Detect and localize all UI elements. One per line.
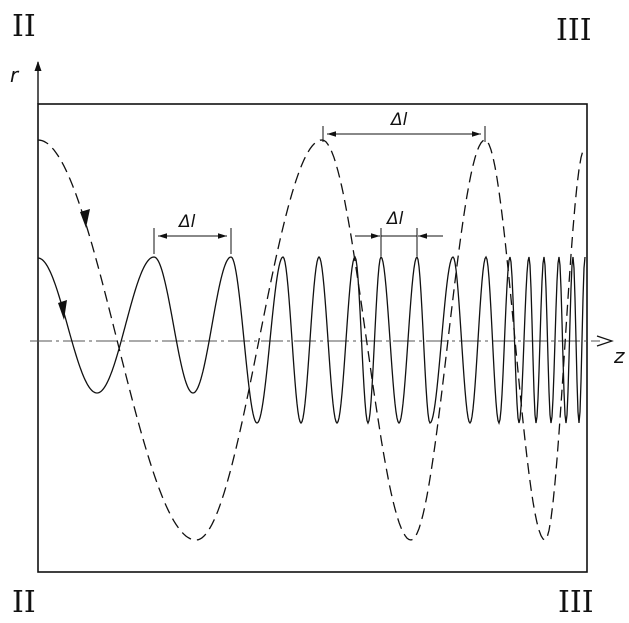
dimension-solid-period: Δl (153, 212, 232, 254)
z-axis-label: z (613, 344, 625, 368)
dimension-solid-period-label: Δl (177, 212, 196, 232)
solid-curve-direction-arrow (58, 300, 67, 320)
dimension-solid-period-right-label: Δl (385, 209, 404, 229)
label-top-right: III (556, 13, 592, 48)
r-axis-label: r (10, 63, 20, 87)
solid-trajectory-curve (37, 255, 586, 425)
label-top-left: II (12, 9, 36, 44)
z-axis-arrowhead (596, 335, 614, 347)
dimension-solid-period-right: Δl (355, 209, 443, 256)
plot-frame (37, 103, 588, 573)
label-bottom-left: II (12, 585, 36, 620)
dashed-trajectory-curve (37, 139, 586, 541)
dashed-curve-direction-arrow (80, 209, 90, 228)
dimension-dashed-period-label: Δl (389, 110, 408, 130)
label-bottom-right: III (558, 585, 594, 620)
dimension-dashed-period: Δl (322, 110, 486, 142)
curves-group (37, 139, 586, 541)
